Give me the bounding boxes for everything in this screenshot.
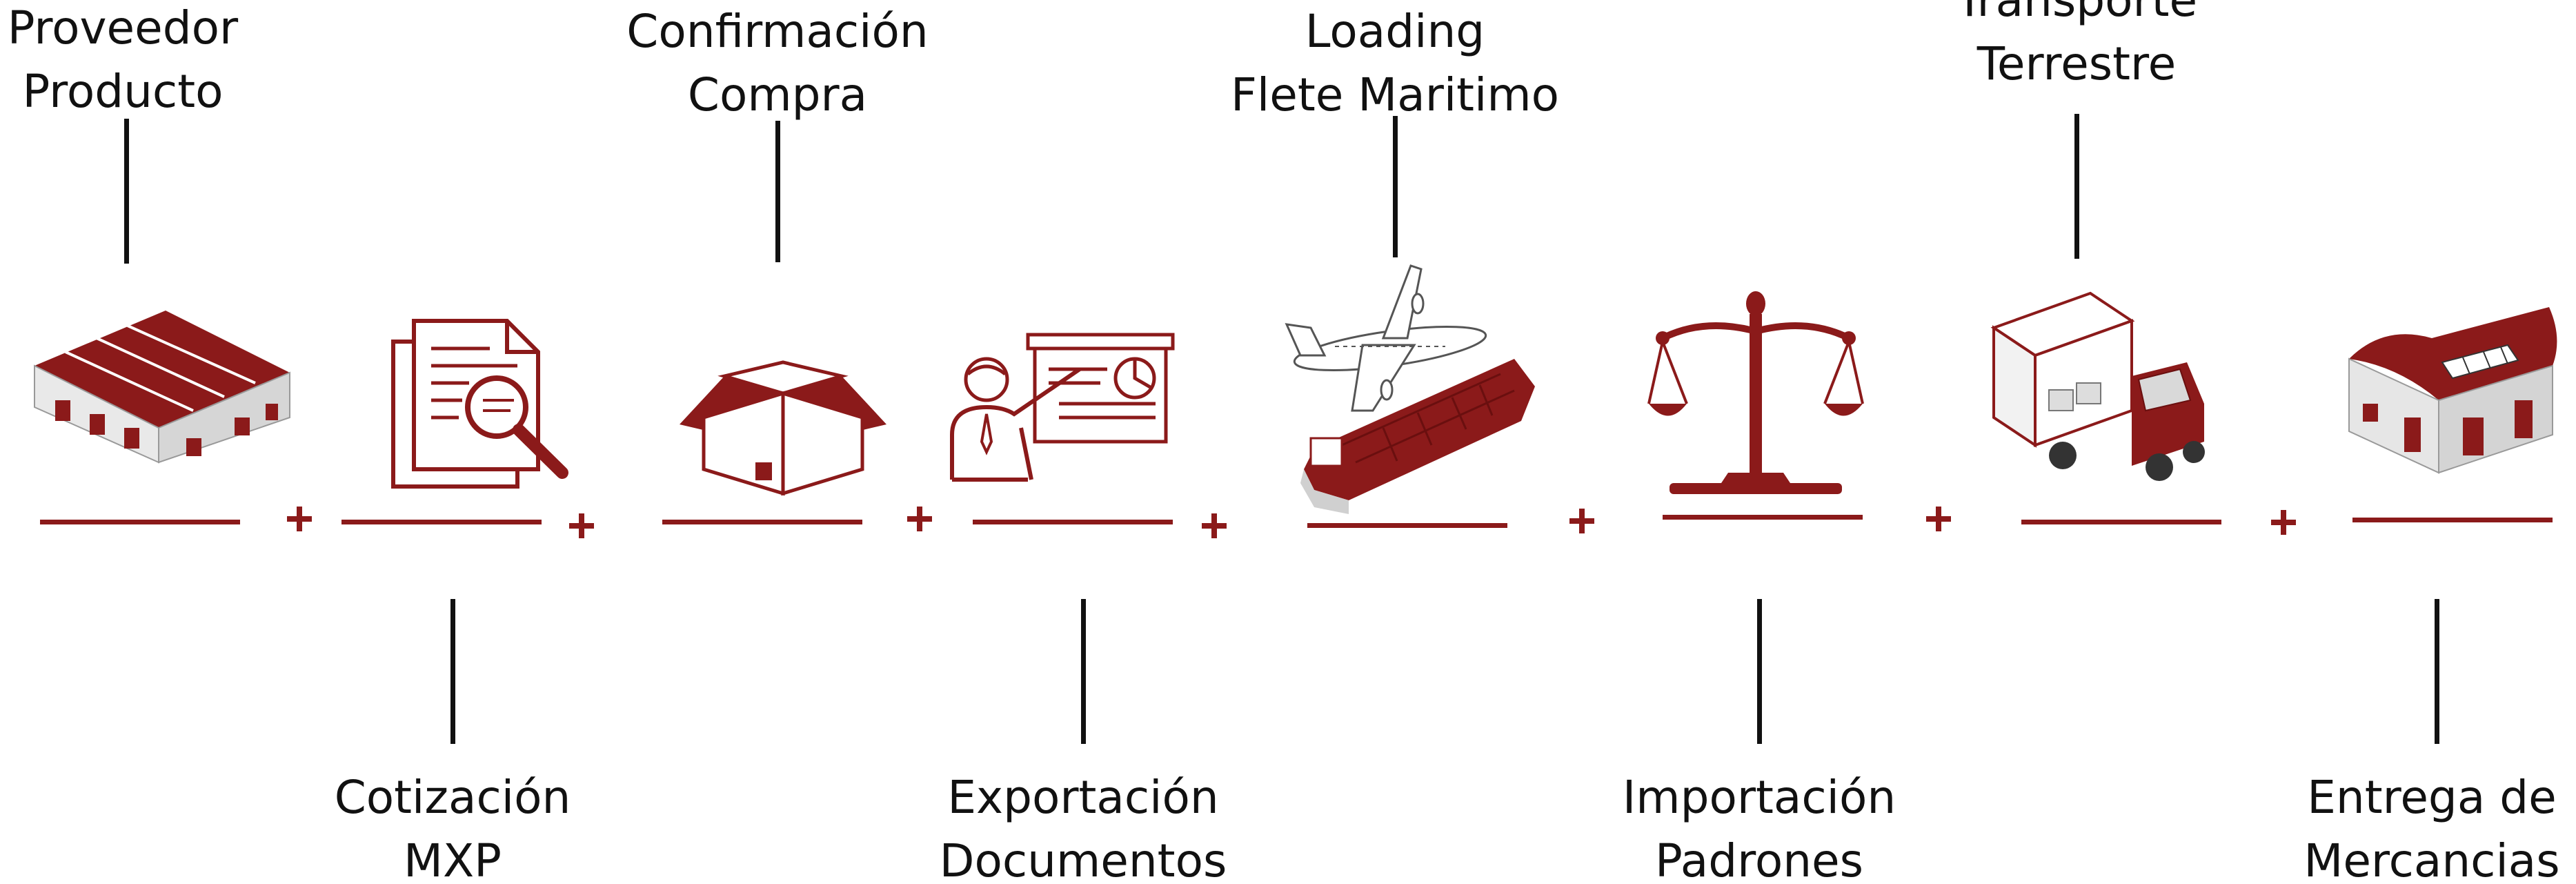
step-4-connector-line xyxy=(1081,599,1086,744)
airplane-ship-icon xyxy=(1273,262,1538,518)
step-4-label: Exportación Documentos xyxy=(939,771,1227,884)
plus-connector-7 xyxy=(2268,507,2299,538)
step-8-base-line xyxy=(2352,518,2553,522)
step-2-label: Cotización MXP xyxy=(334,771,571,884)
step-1-connector-line xyxy=(124,119,129,264)
step-2-base-line xyxy=(341,520,542,524)
presentation-icon xyxy=(949,331,1180,483)
step-3-connector-line xyxy=(775,121,780,262)
step-1-label: Proveedor Producto xyxy=(7,1,239,118)
step-8-label: Entrega de Mercancias xyxy=(2303,771,2560,884)
step-4-base-line xyxy=(973,520,1173,524)
plus-connector-5 xyxy=(1567,506,1597,536)
plus-connector-6 xyxy=(1923,504,1954,534)
plus-connector-3 xyxy=(904,504,935,534)
plus-connector-2 xyxy=(566,511,597,541)
storage-building-icon xyxy=(2342,297,2563,476)
step-6-base-line xyxy=(1663,515,1863,520)
step-7-label: Transporte Terrestre xyxy=(1955,0,2198,90)
step-7-connector-line xyxy=(2074,114,2079,259)
step-5-connector-line xyxy=(1393,116,1398,257)
step-6-connector-line xyxy=(1757,599,1762,744)
step-7-base-line xyxy=(2021,520,2221,524)
document-search-icon xyxy=(386,314,579,493)
step-3-base-line xyxy=(662,520,862,524)
step-2-connector-line xyxy=(450,599,455,744)
plus-connector-4 xyxy=(1199,511,1229,541)
warehouse-icon xyxy=(28,297,297,464)
step-3-label: Confirmación Compra xyxy=(626,5,929,121)
scales-icon xyxy=(1647,290,1864,497)
step-5-label: Loading Flete Maritimo xyxy=(1230,5,1560,121)
plus-connector-1 xyxy=(284,504,315,534)
step-1-base-line xyxy=(40,520,240,524)
step-8-connector-line xyxy=(2435,599,2439,744)
open-box-icon xyxy=(676,348,890,500)
step-5-base-line xyxy=(1307,523,1507,528)
delivery-truck-icon xyxy=(1987,286,2208,493)
step-6-label: Importación Padrones xyxy=(1622,771,1896,884)
